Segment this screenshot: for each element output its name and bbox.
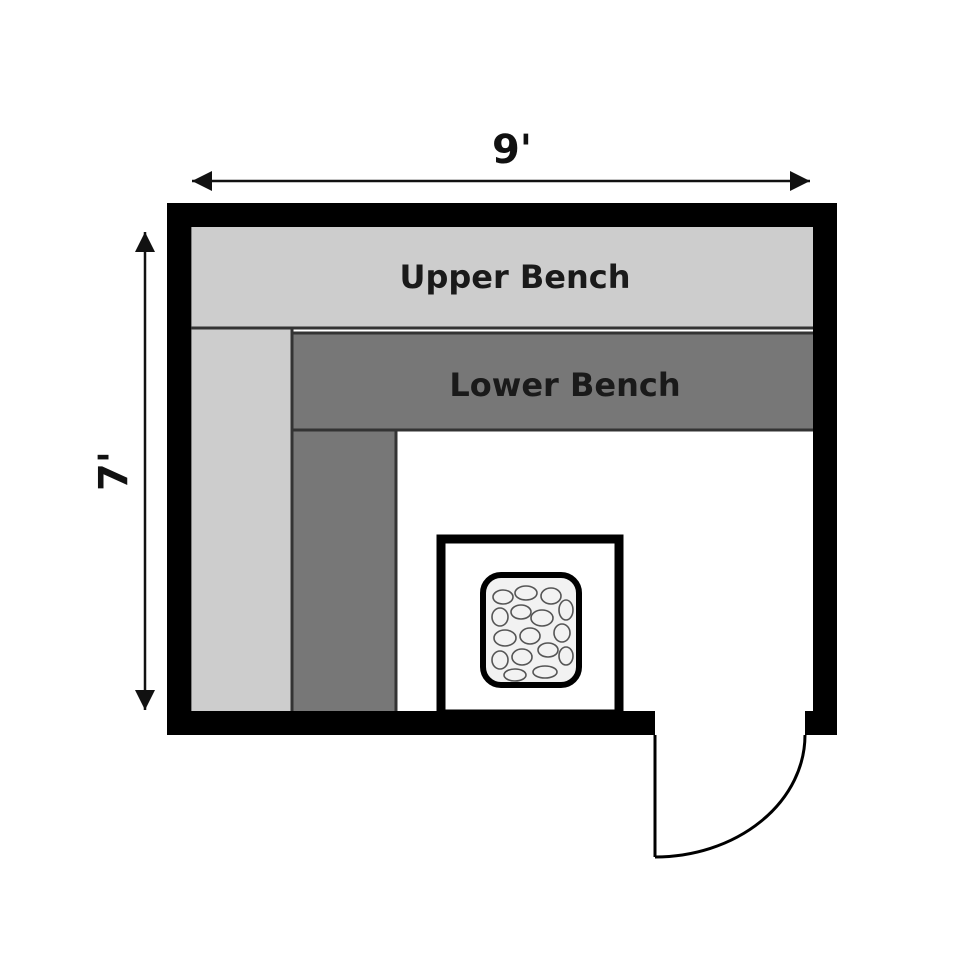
- upper-bench-label: Upper Bench: [399, 258, 630, 296]
- upper-bench-side: [188, 326, 294, 715]
- sauna-heater-stones-icon: [480, 572, 582, 688]
- room-walls: [167, 203, 837, 735]
- lower-bench-side: [290, 428, 398, 715]
- lower-bench-top: [290, 331, 818, 432]
- door-swing-icon: [653, 734, 807, 859]
- lower-bench-label: Lower Bench: [449, 366, 680, 404]
- depth-dimension-label: 7': [91, 451, 137, 491]
- width-dimension-label: 9': [492, 127, 532, 173]
- upper-bench-top: [188, 223, 818, 330]
